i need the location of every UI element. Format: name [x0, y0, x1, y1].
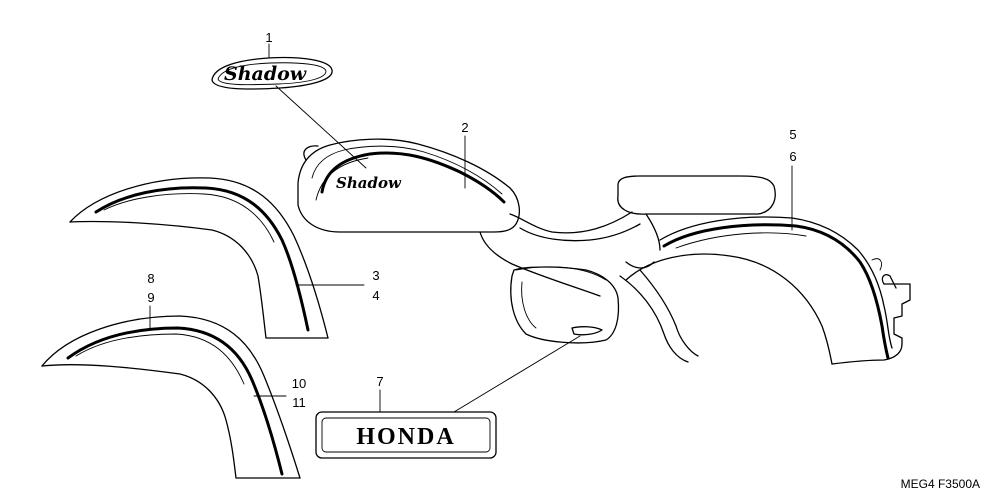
callouts: 1 2 3 4 5 6 7 8 9 10 11: [147, 30, 796, 410]
callout-11: 11: [292, 395, 306, 410]
leader-lines: [149, 43, 793, 413]
front-fender-upper: [69, 177, 329, 339]
callout-6: 6: [789, 149, 796, 164]
callout-5: 5: [789, 127, 796, 142]
tank-script-mark: Shadow: [336, 174, 402, 192]
fuel-tank: Shadow: [297, 138, 521, 233]
shadow-emblem: Shadow: [211, 56, 333, 90]
seat: [509, 175, 776, 251]
callout-4: 4: [372, 288, 379, 303]
callout-1: 1: [265, 30, 272, 45]
badge-text: HONDA: [356, 424, 455, 450]
callout-3: 3: [372, 268, 379, 283]
callout-2: 2: [461, 120, 468, 135]
callout-7: 7: [376, 374, 383, 389]
rear-fender: [625, 216, 911, 365]
honda-badge: HONDA: [315, 411, 497, 459]
side-cover: [510, 266, 620, 344]
reference-code: MEG4 F3500A: [901, 477, 980, 491]
callout-8: 8: [147, 271, 154, 286]
callout-10: 10: [292, 376, 306, 391]
front-fender-lower: [41, 315, 301, 479]
callout-9: 9: [147, 290, 154, 305]
frame: [479, 231, 699, 363]
emblem-script-mark: Shadow: [224, 63, 307, 85]
